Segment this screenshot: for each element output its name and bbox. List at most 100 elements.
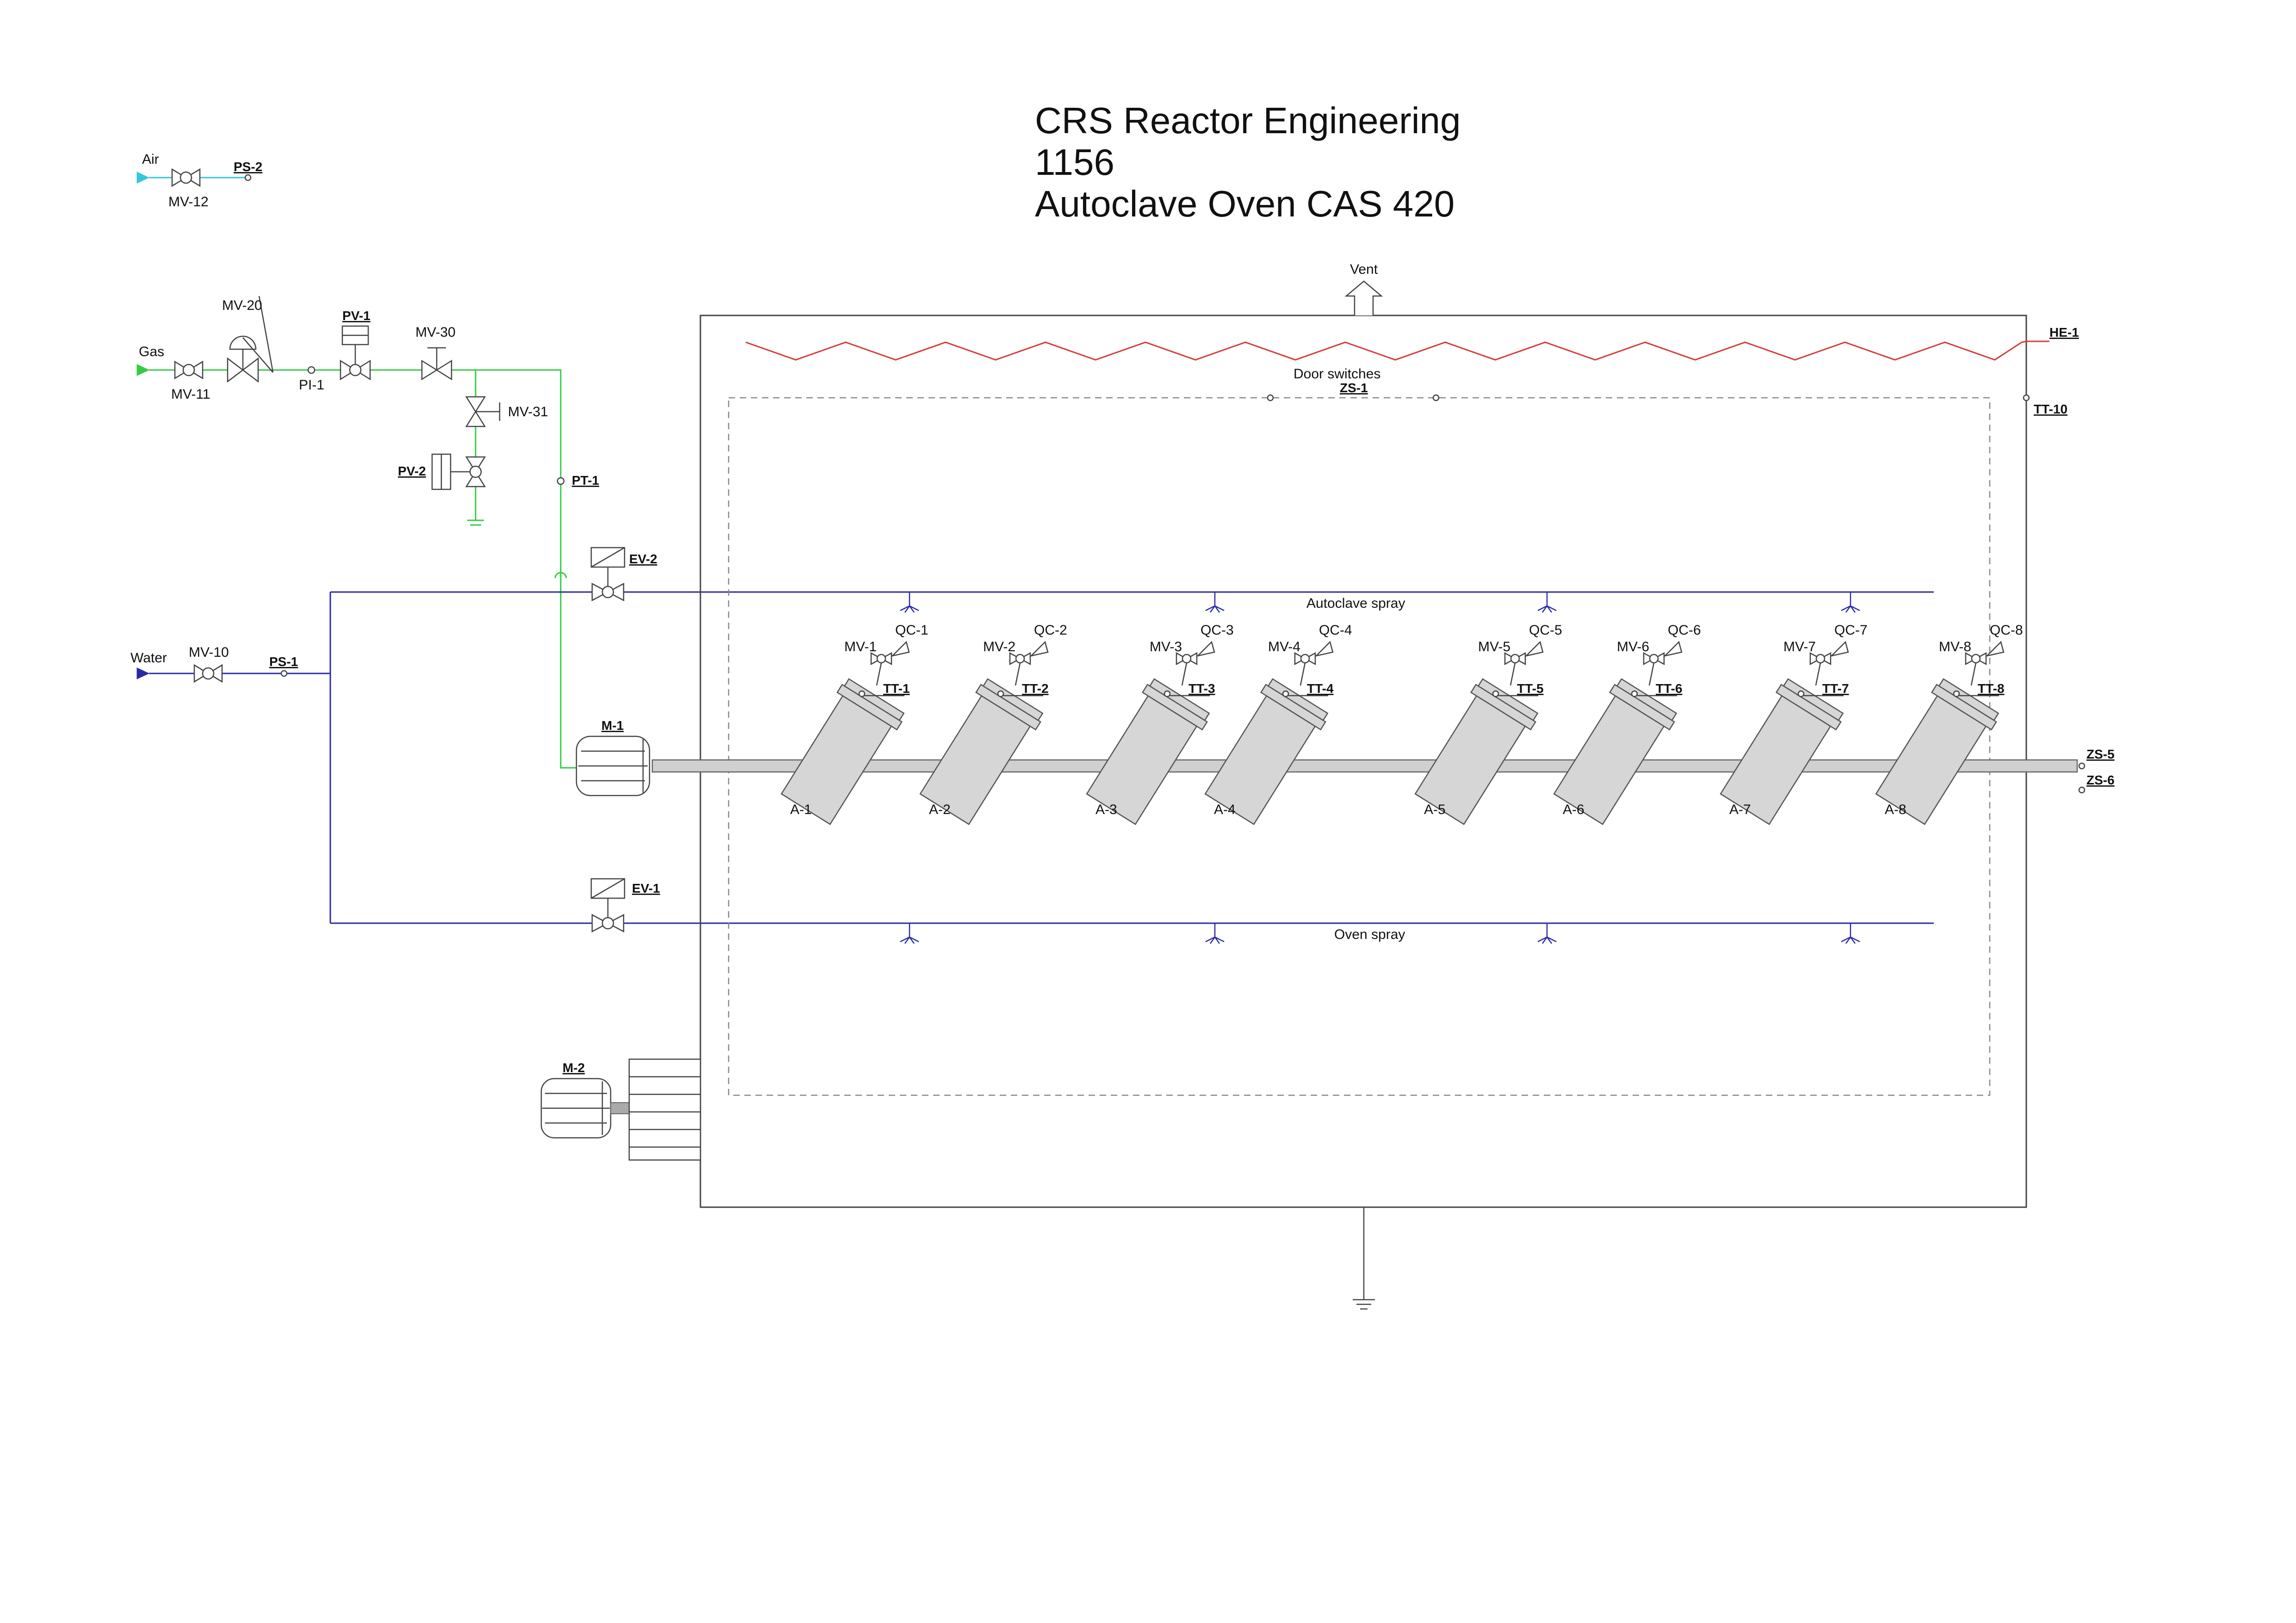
vessel-label-a2: A-2 [929,802,951,817]
sample-valve-mv8[interactable] [1965,652,1987,686]
temperature-transmitter-tt7-point[interactable] [1797,690,1805,697]
manual-valve-mv11[interactable] [174,360,204,380]
gas-ground-symbol [467,519,484,526]
quick-coupling-qc8[interactable] [1985,641,2005,657]
control-valve-pv1[interactable] [340,325,371,381]
reactor-row: A-1MV-1QC-1TT-1A-2MV-2QC-2TT-2A-3MV-3QC-… [776,623,2023,828]
valve-label-mv8: MV-8 [1939,639,1971,654]
sample-valve-mv6[interactable] [1643,652,1665,686]
pt1-tag[interactable]: PT-1 [572,473,599,488]
sample-valve-mv5[interactable] [1504,652,1526,686]
ev1-tag[interactable]: EV-1 [632,881,660,895]
reactor-vessel-a8[interactable] [1870,678,2001,828]
pressure-transmitter-pt1-point[interactable] [557,477,565,485]
quick-coupling-qc4[interactable] [1314,641,1334,657]
tt-tag-5[interactable]: TT-5 [1517,681,1544,696]
qc-label-2: QC-2 [1034,623,1067,638]
reactor-vessel-a7[interactable] [1715,678,1845,828]
sample-valve-mv1[interactable] [870,652,892,686]
solenoid-valve-ev1[interactable] [590,878,625,933]
motor-m2[interactable] [540,1078,630,1139]
temperature-transmitter-tt4-point[interactable] [1282,690,1289,697]
manual-valve-mv30[interactable] [421,347,452,381]
temperature-transmitter-tt1-point[interactable] [858,690,866,697]
rotor-assembly: ZS-5 ZS-6 M-1 [576,718,2115,796]
valve-label-mv1: MV-1 [844,639,877,654]
tt-tag-8[interactable]: TT-8 [1978,681,2005,696]
reactor-vessel-a4[interactable] [1200,678,1330,828]
temperature-transmitter-tt8-point[interactable] [1953,690,1960,697]
reactor-vessel-a3[interactable] [1081,678,1212,828]
quick-coupling-qc7[interactable] [1830,641,1849,657]
qc-label-6: QC-6 [1668,623,1701,638]
m1-tag[interactable]: M-1 [601,718,624,733]
motor-m1[interactable] [576,735,650,796]
sample-valve-mv2[interactable] [1009,652,1031,686]
quick-coupling-qc1[interactable] [891,641,910,657]
reactor-a2: A-2MV-2QC-2TT-2 [919,623,1067,825]
he1-tag[interactable]: HE-1 [2049,325,2079,339]
m2-tag[interactable]: M-2 [563,1061,585,1075]
sample-valve-mv4[interactable] [1294,652,1316,686]
manual-valve-mv10[interactable] [193,664,223,683]
tt-tag-7[interactable]: TT-7 [1822,681,1849,696]
qc-label-1: QC-1 [895,623,928,638]
tt-tag-6[interactable]: TT-6 [1656,681,1683,696]
sample-valve-mv7[interactable] [1809,652,1832,686]
reactor-a1: A-1 MV-1 QC-1TT-1 [776,623,928,828]
mv20-label: MV-20 [222,298,262,313]
qc-label-8: QC-8 [1990,623,2023,638]
mv12-label: MV-12 [168,194,209,210]
quick-coupling-qc5[interactable] [1524,641,1544,657]
title-block: CRS Reactor Engineering 1156 Autoclave O… [1035,100,1461,224]
control-valve-pv2[interactable] [431,453,486,490]
zs1-tag[interactable]: ZS-1 [1340,381,1368,395]
quick-coupling-qc2[interactable] [1029,641,1049,657]
sample-valve-mv3[interactable] [1176,652,1198,686]
title-line-equipment: Autoclave Oven CAS 420 [1035,183,1454,224]
reactor-vessel-a1[interactable] [776,678,906,828]
temperature-transmitter-tt5-point[interactable] [1492,690,1499,697]
vessel-label-a1: A-1 [790,802,812,817]
gas-source-arrow [136,364,150,376]
regulator-valve-mv20[interactable] [227,296,274,383]
ev2-tag[interactable]: EV-2 [629,552,657,566]
manual-valve-mv12[interactable] [171,168,201,187]
temperature-transmitter-tt3-point[interactable] [1163,690,1171,697]
reactor-a5: A-5MV-5QC-5TT-5 [1414,623,1562,825]
manual-valve-mv31[interactable] [465,396,501,427]
ps2-tag[interactable]: PS-2 [234,160,262,174]
tt10-tag[interactable]: TT-10 [2034,402,2067,416]
zs5-tag[interactable]: ZS-5 [2086,747,2115,761]
qc-label-7: QC-7 [1834,623,1868,638]
temperature-transmitter-tt10-point[interactable] [2023,394,2030,401]
speed-switch-zs6-point[interactable] [2078,786,2086,794]
quick-coupling-qc3[interactable] [1196,641,1215,657]
door-switch-left[interactable] [1267,394,1274,401]
speed-switch-zs5-point[interactable] [2078,762,2086,770]
zs6-tag[interactable]: ZS-6 [2086,773,2115,787]
tt-tag-1[interactable]: TT-1 [883,681,910,696]
tt-tag-3[interactable]: TT-3 [1188,681,1215,696]
temperature-transmitter-tt2-point[interactable] [997,690,1004,697]
vessel-label-a7: A-7 [1729,802,1751,817]
vessel-label-a8: A-8 [1885,802,1906,817]
pv2-tag[interactable]: PV-2 [398,464,426,478]
tt-tag-4[interactable]: TT-4 [1307,681,1334,696]
tt-tag-2[interactable]: TT-2 [1022,681,1049,696]
pv1-tag[interactable]: PV-1 [342,309,371,323]
quick-coupling-qc6[interactable] [1663,641,1683,657]
vent-label: Vent [1350,262,1378,277]
solenoid-valve-ev2[interactable] [590,547,625,602]
vessel-label-a6: A-6 [1563,802,1584,817]
pressure-switch-ps2-point[interactable] [244,174,252,181]
reactor-vessel-a6[interactable] [1548,678,1679,828]
pressure-indicator-pi1-point[interactable] [307,366,316,374]
ps1-tag[interactable]: PS-1 [269,654,298,669]
temperature-transmitter-tt6-point[interactable] [1631,690,1638,697]
door-switch-right[interactable] [1432,394,1440,401]
air-line: Air MV-12 PS-2 [136,152,262,210]
valve-label-mv3: MV-3 [1150,639,1182,654]
pressure-switch-ps1-point[interactable] [280,670,288,677]
